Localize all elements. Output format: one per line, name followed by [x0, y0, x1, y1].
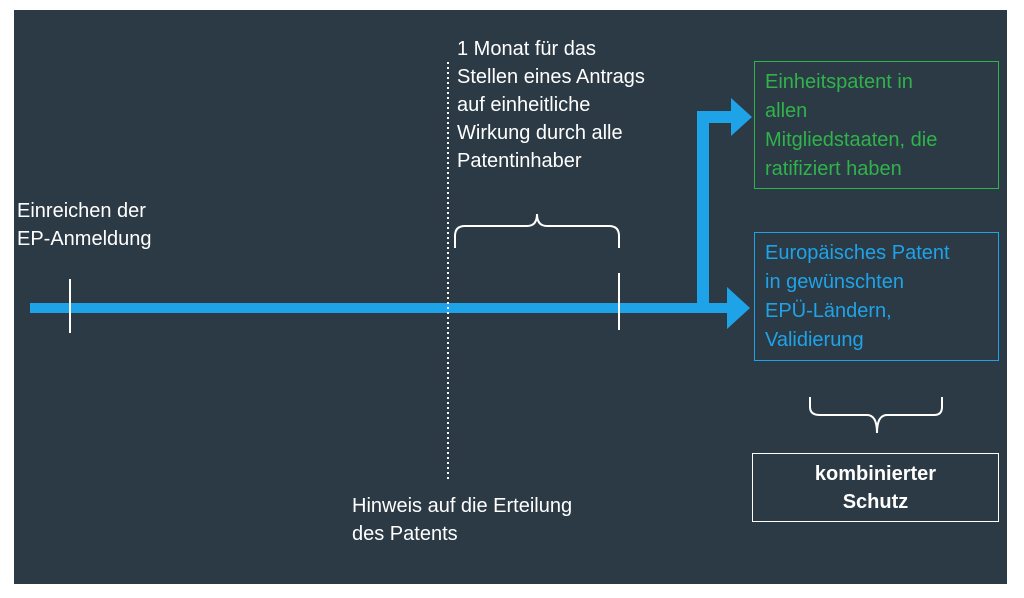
combined-brace [809, 397, 943, 434]
one-month-brace [454, 213, 620, 248]
unitary-patent-box: Einheitspatent in allen Mitgliedstaaten,… [754, 61, 999, 189]
european-patent-box: Europäisches Patent in gewünschten EPÜ-L… [754, 232, 999, 361]
branch-arrowhead [731, 98, 752, 136]
combined-protection-box: kombinierter Schutz [752, 453, 999, 522]
branch-arrow-line [697, 111, 732, 303]
filing-label: Einreichen der EP-Anmeldung [17, 200, 152, 250]
one-month-label: 1 Monat für das Stellen eines Antrags au… [457, 38, 645, 172]
grant-notice-label: Hinweis auf die Erteilung des Patents [352, 495, 573, 545]
diagram-background [14, 10, 1007, 584]
timeline-arrowhead [727, 287, 750, 329]
